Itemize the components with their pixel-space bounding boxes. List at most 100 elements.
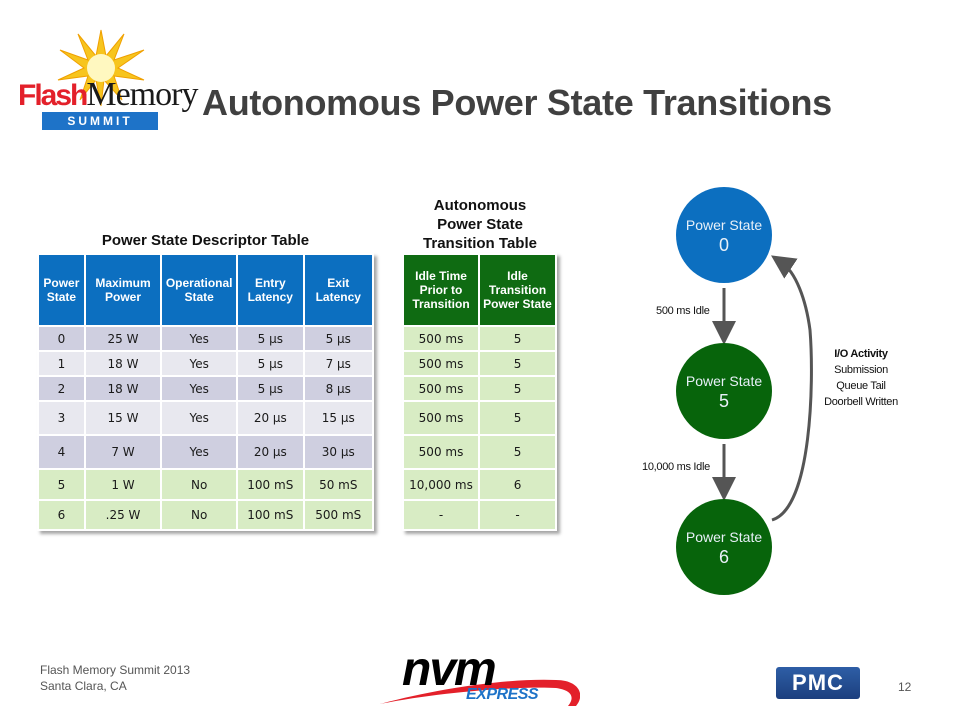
io-activity-label: I/O Activity Submission Queue Tail Doorb… <box>824 348 898 408</box>
cell-entry-latency: 20 µs <box>236 400 305 436</box>
slide-title: Autonomous Power State Transitions <box>202 82 832 123</box>
cell-transition-state: 5 <box>478 325 557 352</box>
cell-idle-time: 500 ms <box>401 400 481 436</box>
cell-max-power: .25 W <box>83 499 163 531</box>
swoosh-icon <box>380 679 580 706</box>
power-state-6-node: Power State 6 <box>676 499 772 595</box>
express-wordmark: EXPRESS <box>466 686 539 703</box>
power-state-0-node: Power State 0 <box>676 187 772 283</box>
power-state-5-node: Power State 5 <box>676 343 772 439</box>
cell-entry-latency: 20 µs <box>236 434 305 470</box>
cell-entry-latency: 100 mS <box>236 468 305 501</box>
table-row: -- <box>401 499 557 531</box>
cell-transition-state: 5 <box>478 375 557 402</box>
cell-max-power: 1 W <box>83 468 163 501</box>
cell-power-state: 4 <box>37 434 86 470</box>
node-number: 5 <box>718 391 729 411</box>
pmc-logo: PMC <box>776 667 860 699</box>
cell-entry-latency: 5 µs <box>236 375 305 402</box>
cell-operational: No <box>160 499 239 531</box>
starburst-icon <box>57 29 145 107</box>
cell-idle-time: 500 ms <box>401 375 481 402</box>
edge-label-10000ms: 10,000 ms Idle <box>642 461 710 473</box>
cell-power-state: 0 <box>37 325 86 352</box>
arrow-6-to-0 <box>771 255 813 522</box>
logo-summit-bar: SUMMIT <box>42 112 158 130</box>
flash-memory-summit-logo: FlashMemory SUMMIT <box>14 28 198 130</box>
cell-operational: Yes <box>160 325 239 352</box>
footer-location: Santa Clara, CA <box>40 679 127 693</box>
cell-exit-latency: 5 µs <box>302 325 375 352</box>
cell-operational: Yes <box>160 434 239 470</box>
cell-entry-latency: 100 mS <box>236 499 305 531</box>
cell-operational: Yes <box>160 375 239 402</box>
cell-max-power: 18 W <box>83 350 163 377</box>
node-label: Power State <box>685 529 763 545</box>
cell-entry-latency: 5 µs <box>236 350 305 377</box>
node-number: 6 <box>718 547 729 567</box>
edge-label-500ms: 500 ms Idle <box>656 305 710 317</box>
cell-power-state: 3 <box>37 400 86 436</box>
cell-idle-time: 500 ms <box>401 434 481 470</box>
cell-exit-latency: 15 µs <box>302 400 375 436</box>
node-label: Power State <box>685 217 763 233</box>
cell-exit-latency: 30 µs <box>302 434 375 470</box>
cell-transition-state: 6 <box>478 468 557 501</box>
cell-power-state: 1 <box>37 350 86 377</box>
cell-idle-time: 500 ms <box>401 350 481 377</box>
nvm-wordmark: nvm <box>402 643 497 696</box>
cell-power-state: 5 <box>37 468 86 501</box>
cell-exit-latency: 7 µs <box>302 350 375 377</box>
footer-event: Flash Memory Summit 2013 <box>40 663 191 677</box>
cell-transition-state: 5 <box>478 350 557 377</box>
cell-max-power: 25 W <box>83 325 163 352</box>
cell-transition-state: 5 <box>478 400 557 436</box>
nvm-express-logo: nvm EXPRESS <box>380 643 580 710</box>
cell-operational: No <box>160 468 239 501</box>
cell-exit-latency: 50 mS <box>302 468 375 501</box>
cell-power-state: 6 <box>37 499 86 531</box>
cell-power-state: 2 <box>37 375 86 402</box>
node-number: 0 <box>718 235 729 255</box>
page-number: 12 <box>898 680 912 694</box>
node-label: Power State <box>685 373 763 389</box>
logo-wordmark: FlashMemory <box>18 76 198 114</box>
cell-transition-state: 5 <box>478 434 557 470</box>
cell-exit-latency: 500 mS <box>302 499 375 531</box>
cell-transition-state: - <box>478 499 557 531</box>
logo-memory: Memory <box>86 76 198 113</box>
cell-idle-time: 500 ms <box>401 325 481 352</box>
cell-max-power: 7 W <box>83 434 163 470</box>
cell-exit-latency: 8 µs <box>302 375 375 402</box>
cell-idle-time: 10,000 ms <box>401 468 481 501</box>
footer-text: Flash Memory Summit 2013 Santa Clara, CA <box>40 662 190 694</box>
cell-max-power: 15 W <box>83 400 163 436</box>
logo-flash: Flash <box>18 79 88 112</box>
io-activity-title: I/O Activity <box>834 348 888 360</box>
cell-operational: Yes <box>160 400 239 436</box>
psd-table-title: Power State Descriptor Table <box>101 232 310 249</box>
cell-entry-latency: 5 µs <box>236 325 305 352</box>
